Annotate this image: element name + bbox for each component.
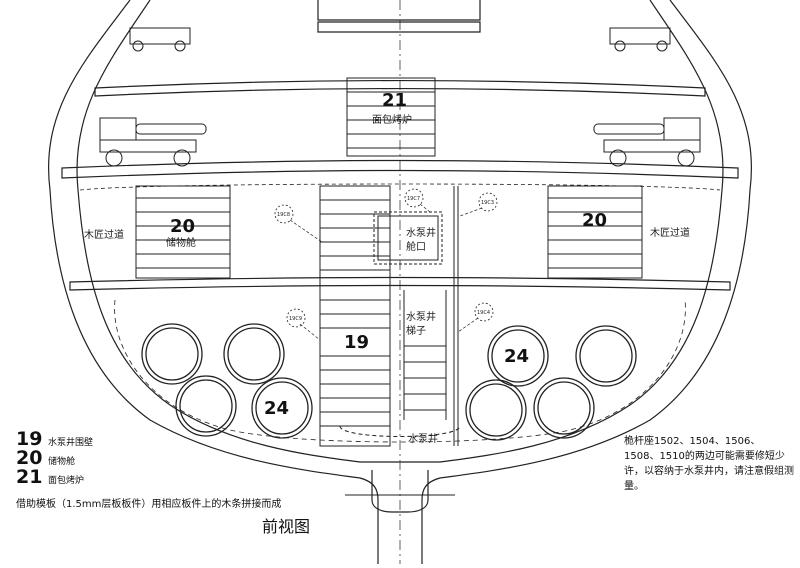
label-oven: 面包烤炉 bbox=[372, 113, 412, 126]
barrel bbox=[575, 325, 637, 387]
pump-hatch bbox=[373, 211, 443, 265]
barrel bbox=[227, 327, 281, 381]
pump-ladder bbox=[403, 186, 459, 446]
keel bbox=[371, 470, 429, 513]
cannon-right-top bbox=[609, 27, 671, 52]
orlop-deck bbox=[69, 276, 731, 291]
barrel bbox=[469, 383, 523, 437]
barrel bbox=[179, 379, 233, 433]
label-pump-ladder-2: 梯子 bbox=[406, 324, 426, 337]
barrel bbox=[251, 377, 313, 439]
barrel bbox=[175, 375, 237, 437]
label-storage-left: 储物舱 bbox=[166, 236, 196, 249]
cannon-left-top bbox=[129, 27, 191, 52]
label-pump-ladder-1: 水泵井 bbox=[406, 310, 436, 323]
mast-step-note: 桅杆座1502、1504、1506、1508、1510的两边可能需要修短少许，以… bbox=[624, 436, 794, 492]
legend-row-21: 21 面包烤炉 bbox=[16, 466, 85, 488]
hull-outline bbox=[48, 0, 752, 564]
legend: 19 水泵井围壁 20 储物舱 21 面包烤炉 bbox=[16, 428, 94, 488]
barrel bbox=[579, 329, 633, 383]
ref-circle bbox=[478, 192, 498, 212]
legend-row-19: 19 水泵井围壁 bbox=[16, 428, 94, 450]
ref-circle bbox=[274, 204, 294, 224]
label-20-right: 20 bbox=[582, 210, 607, 231]
barrel bbox=[223, 323, 285, 385]
label-pump-hatch-1: 水泵井 bbox=[406, 226, 436, 239]
ref-circle bbox=[404, 188, 424, 208]
barrel bbox=[465, 379, 527, 441]
label-21: 21 bbox=[382, 90, 407, 111]
label-24-right: 24 bbox=[504, 346, 529, 367]
barrel bbox=[537, 381, 591, 435]
label-19: 19 bbox=[344, 332, 369, 353]
cannon-left-gundeck bbox=[99, 117, 207, 167]
barrel bbox=[487, 325, 549, 387]
label-pump-hatch-2: 舱口 bbox=[406, 240, 426, 253]
ref-19c8: 19C8 bbox=[277, 212, 290, 218]
barrel bbox=[255, 381, 309, 435]
label-24-left: 24 bbox=[264, 398, 289, 419]
view-caption: 前视图 bbox=[262, 517, 311, 536]
storage-20-left bbox=[135, 185, 231, 279]
cannon-right-gundeck bbox=[593, 117, 701, 167]
assembly-note: 借助模板（1.5mm层板板件）用相应板件上的木条拼接而成 bbox=[16, 499, 282, 510]
label-walkway-right: 木匠过道 bbox=[650, 226, 690, 239]
ref-19c7: 19C7 bbox=[407, 196, 420, 202]
label-walkway-left: 木匠过道 bbox=[84, 228, 124, 241]
label-20-left: 20 bbox=[170, 216, 195, 237]
label-pump-well: 水泵井 bbox=[408, 432, 438, 445]
ref-19c3: 19C3 bbox=[481, 200, 494, 206]
ref-circle bbox=[286, 308, 306, 328]
legend-row-20: 20 储物舱 bbox=[16, 447, 76, 469]
gun-deck bbox=[61, 159, 739, 179]
ref-19c9: 19C9 bbox=[289, 316, 302, 322]
barrel bbox=[533, 377, 595, 439]
storage-20-right bbox=[547, 185, 643, 279]
barrel bbox=[145, 327, 199, 381]
pump-well-19 bbox=[319, 185, 391, 447]
ref-circle bbox=[474, 302, 494, 322]
bread-oven-21 bbox=[346, 77, 436, 157]
barrels-24 bbox=[141, 323, 637, 441]
upper-deck bbox=[94, 79, 706, 97]
barrel bbox=[491, 329, 545, 383]
ref-19c4: 19C4 bbox=[477, 310, 490, 316]
barrel bbox=[141, 323, 203, 385]
